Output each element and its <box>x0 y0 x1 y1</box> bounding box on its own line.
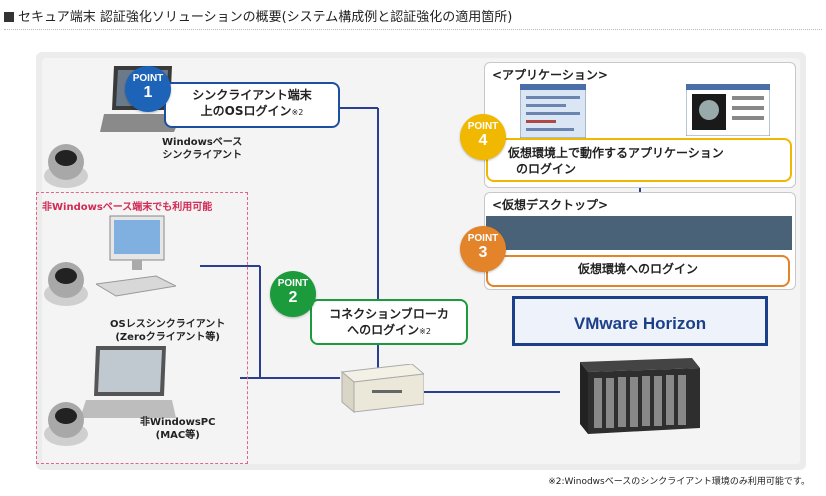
point4-callout: 仮想環境上で動作するアプリケーション のログイン <box>486 138 792 182</box>
point4-number: 4 <box>478 132 488 149</box>
point1-line2: 上のOSログイン <box>200 104 292 118</box>
point1-number: 1 <box>143 84 153 101</box>
os-less-label: OSレスシンクライアント (Zeroクライアント等) <box>110 318 225 344</box>
point4-badge-text: POINT <box>467 121 499 132</box>
point1-line1: シンクライアント端末 <box>192 88 312 102</box>
vmware-horizon-box: VMware Horizon <box>512 296 768 346</box>
fingerprint-reader-icon-2 <box>44 262 88 306</box>
non-windows-pc-line1: 非WindowsPC <box>140 417 216 428</box>
fingerprint-reader-icon-3 <box>44 402 88 446</box>
os-less-line1: OSレスシンクライアント <box>110 319 226 330</box>
point1-badge: POINT 1 <box>125 66 171 112</box>
medical-app-window-icon <box>686 84 770 136</box>
page-title: セキュア端末 認証強化ソリューションの概要(システム構成例と認証強化の適用箇所) <box>4 6 512 25</box>
point3-line1: 仮想環境へのログイン <box>577 262 698 276</box>
title-divider <box>4 29 822 30</box>
point1-note: ※2 <box>291 108 304 117</box>
blade-server-icon <box>580 358 700 434</box>
point2-line2: へのログイン <box>347 323 420 337</box>
footnote: ※2:Winodwsベースのシンクライアント環境のみ利用可能です。 <box>548 477 810 487</box>
point2-note: ※2 <box>419 327 431 336</box>
point2-badge-text: POINT <box>277 278 309 289</box>
non-windows-pc-label: 非WindowsPC (MAC等) <box>140 416 215 442</box>
non-windows-group <box>36 192 248 464</box>
windows-thin-line2: シンクライアント <box>162 150 242 161</box>
point2-line1: コネクションブローカ <box>329 307 449 321</box>
point3-number: 3 <box>478 244 488 261</box>
virtual-desktop-section-label: <仮想デスクトップ> <box>492 198 609 212</box>
point2-callout: コネクションブローカ へのログイン※2 <box>310 299 468 345</box>
point1-badge-text: POINT <box>132 73 164 84</box>
non-windows-pc-line2: (MAC等) <box>155 430 200 441</box>
page-title-text: セキュア端末 認証強化ソリューションの概要(システム構成例と認証強化の適用箇所) <box>18 10 513 25</box>
monitor-zero-client-icon <box>96 215 176 297</box>
windows-thin-label: Windowsベース シンクライアント <box>162 136 242 162</box>
point4-line2: のログイン <box>516 162 577 176</box>
app-window-icon <box>520 84 586 138</box>
point3-callout: 仮想環境へのログイン <box>486 255 790 287</box>
square-bullet-icon <box>4 12 14 22</box>
connection-broker-server-icon <box>340 364 424 414</box>
point3-badge: POINT 3 <box>460 226 506 272</box>
windows-thin-line1: Windowsベース <box>162 137 243 148</box>
non-windows-label: 非Windowsベース端末でも利用可能 <box>42 202 213 213</box>
point3-badge-text: POINT <box>467 233 499 244</box>
point4-line1: 仮想環境上で動作するアプリケーション <box>508 146 724 160</box>
virtual-desktop-screens <box>486 216 792 250</box>
application-section-label: <アプリケーション> <box>492 68 608 82</box>
os-less-line2: (Zeroクライアント等) <box>115 332 220 343</box>
point2-badge: POINT 2 <box>270 271 316 317</box>
laptop-pc-icon <box>80 346 176 418</box>
fingerprint-reader-icon <box>44 144 88 188</box>
point2-number: 2 <box>288 289 298 306</box>
point1-callout: シンクライアント端末 上のOSログイン※2 <box>164 82 340 128</box>
point4-badge: POINT 4 <box>460 114 506 160</box>
